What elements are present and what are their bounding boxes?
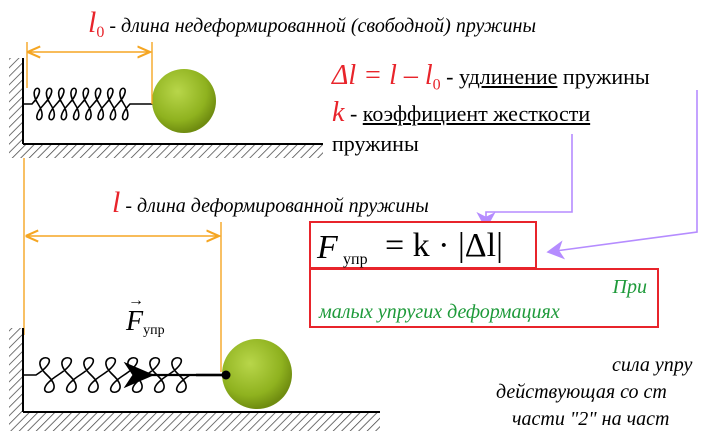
bottom-floor xyxy=(23,411,380,431)
force-label: → Fупр xyxy=(126,292,165,339)
elongation-pointer xyxy=(546,90,698,260)
top-floor xyxy=(23,143,323,158)
condition-box: При малых упругих деформациях xyxy=(309,268,659,328)
top-wall xyxy=(9,58,24,158)
bottom-wall xyxy=(9,328,24,431)
bottom-ball xyxy=(222,339,292,409)
stiffness-definition: k - коэффициент жесткости xyxy=(332,97,591,128)
undeformed-length-caption: l0 - длина недеформированной (свободной)… xyxy=(88,6,537,41)
bottom-text-line2: действующая со ст xyxy=(496,381,667,403)
force-application-point xyxy=(221,370,231,380)
formula-rhs: = k · |Δl| xyxy=(385,227,503,264)
elongation-definition: Δl = l – l0 - удлинение пружины xyxy=(332,60,650,94)
top-spring xyxy=(23,87,138,121)
stiffness-definition-cont: пружины xyxy=(332,131,419,156)
stiffness-pointer xyxy=(476,134,573,230)
hooke-law-formula-box: F упр = k · |Δl| xyxy=(309,221,537,269)
bottom-text-line3: части "2" на част xyxy=(512,408,670,430)
bottom-spring xyxy=(23,356,196,394)
bottom-text-line1: сила упру xyxy=(612,354,693,376)
top-ball xyxy=(152,69,216,133)
deformed-length-caption: l - длина деформированной пружины xyxy=(112,186,429,219)
